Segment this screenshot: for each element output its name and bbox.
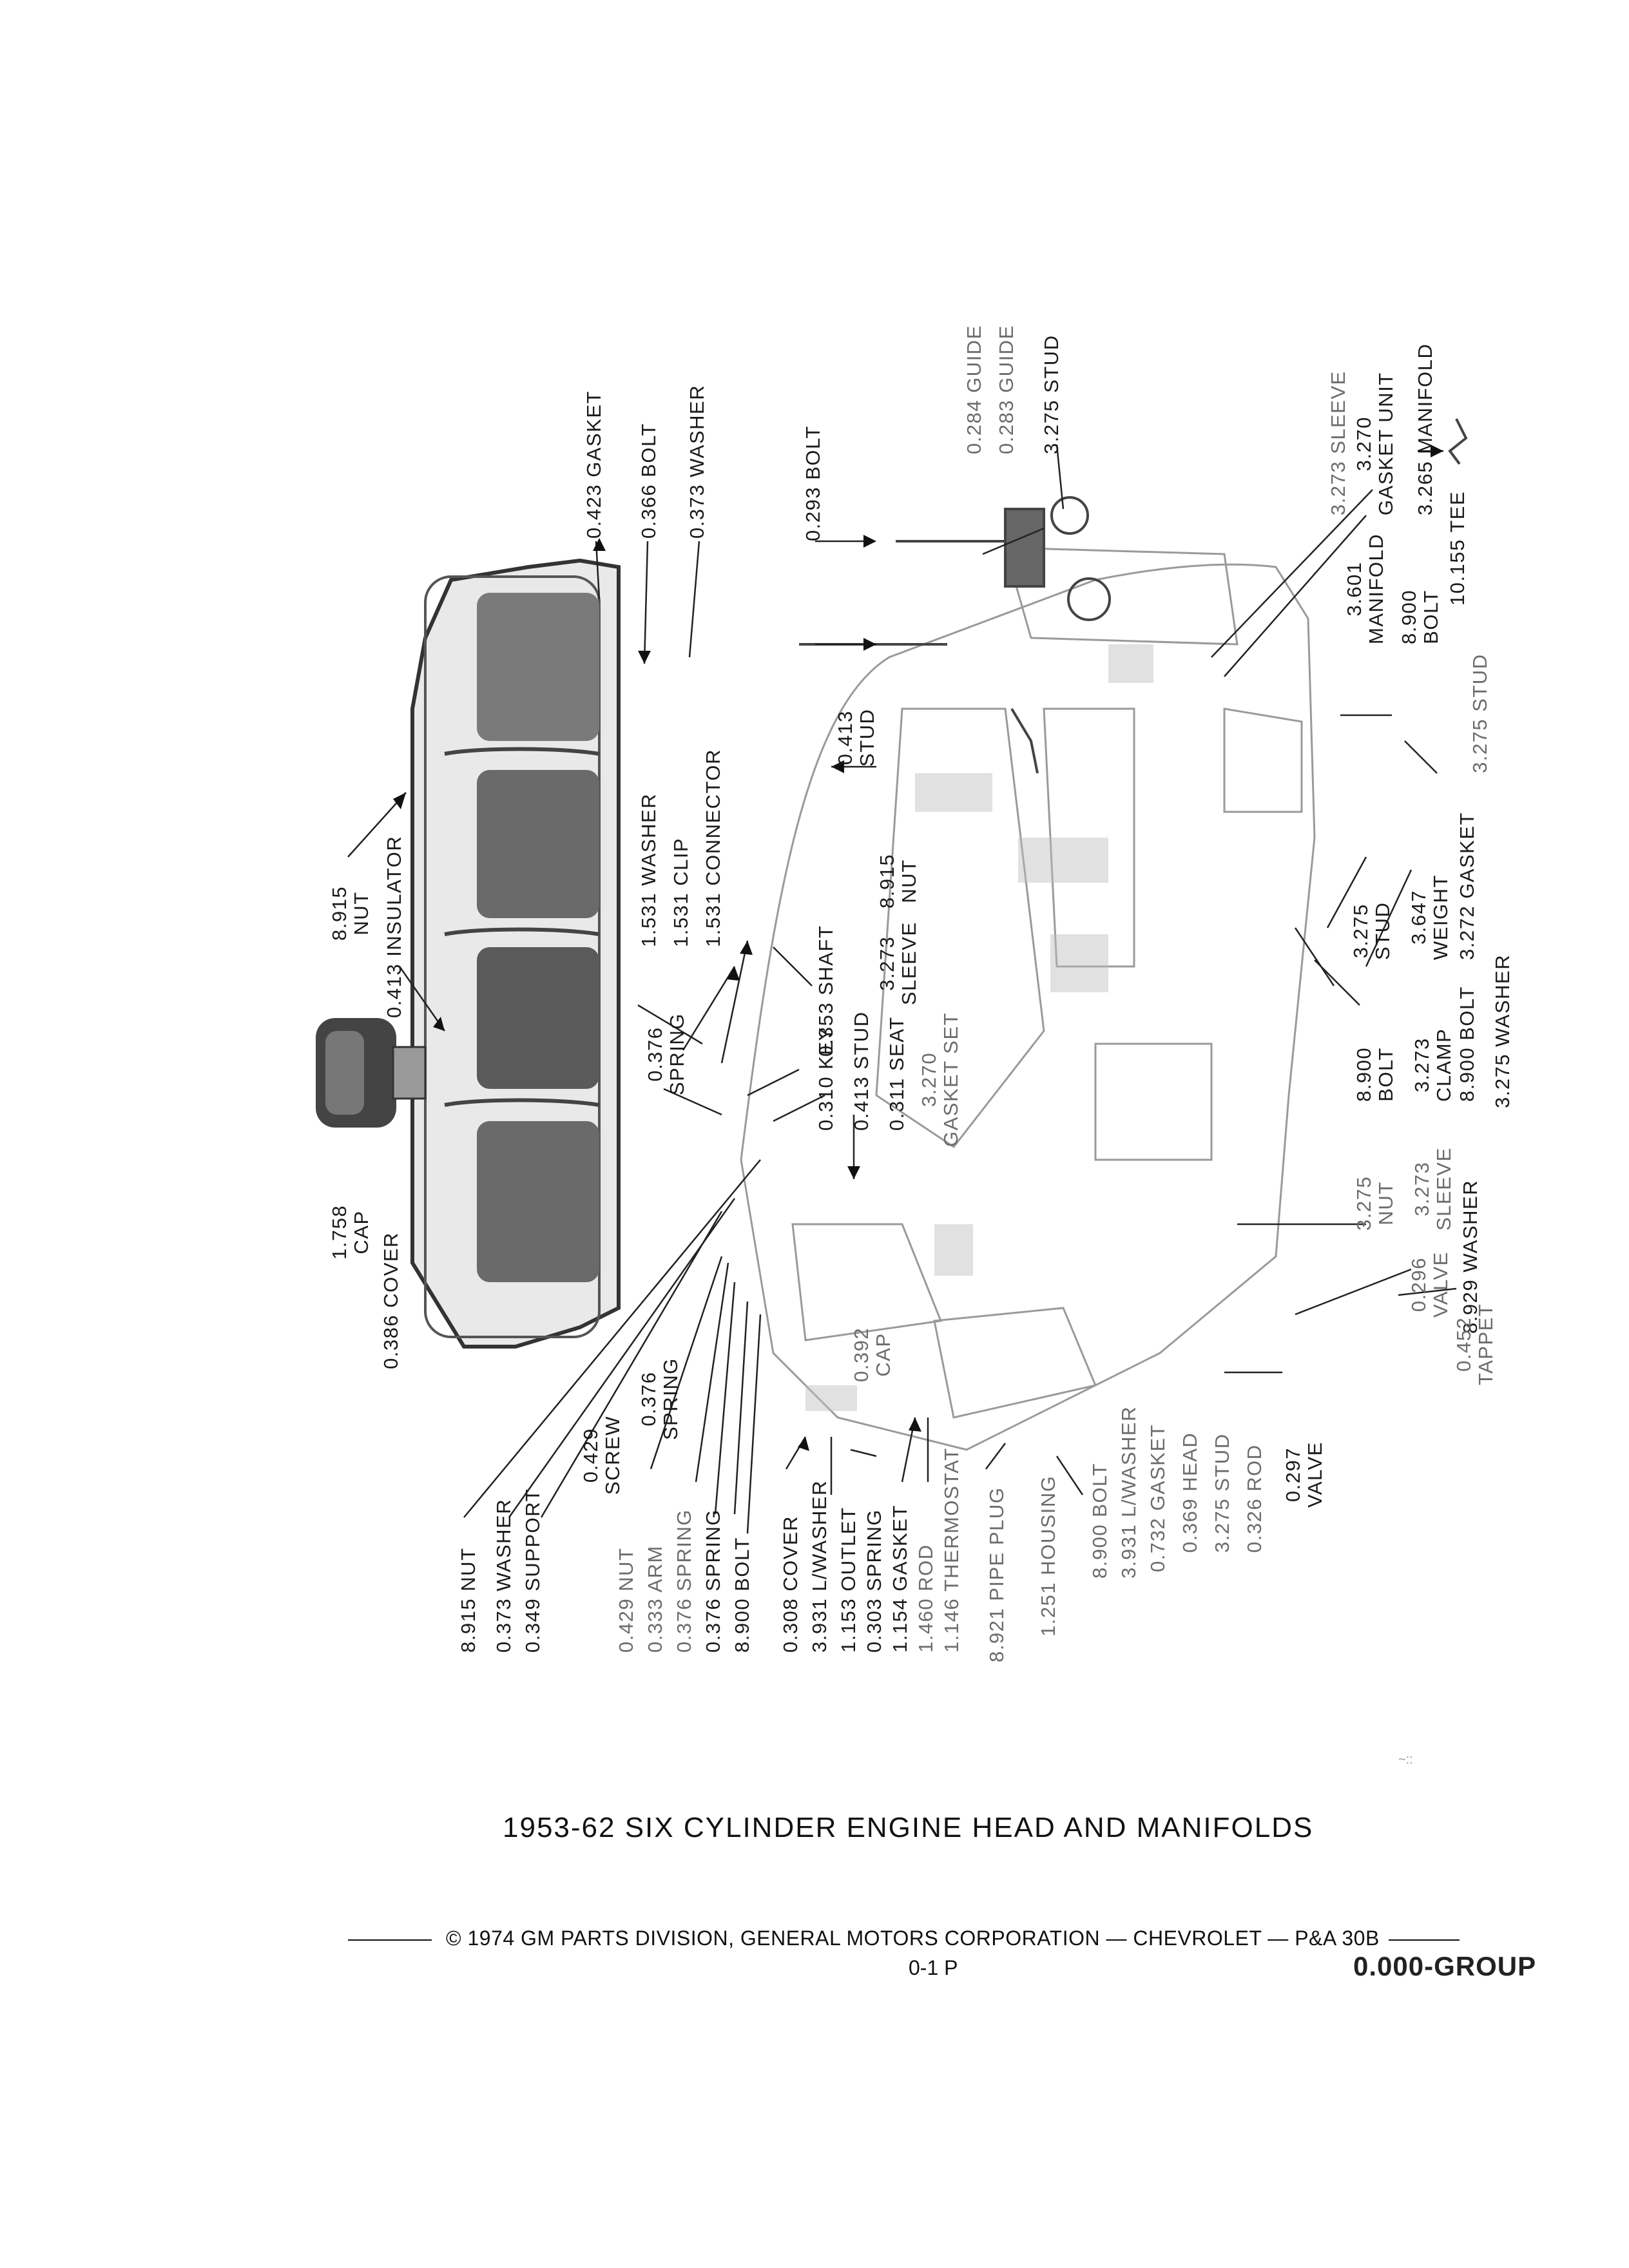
label-bolt-8900-c: 8.900 BOLT xyxy=(731,1537,753,1653)
label-thermostat-1146: 1.146 THERMOSTAT xyxy=(940,1447,963,1653)
label-outlet-1153: 1.153 OUTLET xyxy=(837,1506,860,1653)
label-pipe-plug-8921: 8.921 PIPE PLUG xyxy=(985,1486,1008,1662)
label-guide-0284: 0.284 GUIDE xyxy=(963,325,985,454)
label-cover-0308: 0.308 COVER xyxy=(779,1515,802,1653)
oil-filler-cap-illustration xyxy=(316,1018,427,1128)
label-stud-3275-low: 3.275 STUD xyxy=(1211,1433,1233,1553)
label-support-0349: 0.349 SUPPORT xyxy=(521,1488,544,1653)
label-spring-0303: 0.303 SPRING xyxy=(863,1508,885,1653)
label-spring-0376-c: 0.376 SPRING xyxy=(673,1508,695,1653)
label-housing-1251: 1.251 HOUSING xyxy=(1037,1475,1059,1637)
label-nut-8915-low: 8.915 NUT xyxy=(457,1547,479,1653)
label-sleeve-3273-top: 3.273 SLEEVE xyxy=(1327,370,1349,515)
footer-rule-left xyxy=(348,1939,432,1941)
label-guide-0283: 0.283 GUIDE xyxy=(995,325,1017,454)
label-spring-0376-d: 0.376 SPRING xyxy=(702,1508,724,1653)
arrowheads xyxy=(393,445,1443,1451)
label-key-0310: 0.310 KEY xyxy=(815,1026,837,1131)
rocker-cover-illustration xyxy=(410,558,621,1349)
label-clip-1531: 1.531 CLIP xyxy=(670,837,692,947)
leader-lines xyxy=(347,444,1457,1534)
label-insulator-0413: 0.413 INSULATOR xyxy=(383,835,405,1018)
group-code: 0.000-GROUP xyxy=(1353,1951,1537,1981)
label-seat-0311: 0.311 SEAT xyxy=(885,1016,908,1131)
label-nut-0429: 0.429 NUT xyxy=(615,1547,637,1653)
label-connector-1531: 1.531 CONNECTOR xyxy=(702,749,724,947)
label-washer-1531: 1.531 WASHER xyxy=(637,793,660,947)
label-washer-0373-top: 0.373 WASHER xyxy=(686,384,708,539)
label-head-0369: 0.369 HEAD xyxy=(1179,1432,1201,1553)
page-number: 0-1 P xyxy=(909,1956,958,1979)
label-stud-3275-right: 3.275 STUD xyxy=(1469,653,1491,773)
label-rod-1460: 1.460 ROD xyxy=(914,1544,937,1653)
footer-rule-right xyxy=(1388,1939,1460,1941)
scan-mark: ~:: xyxy=(1398,1753,1413,1767)
label-bolt-8900-d: 8.900 BOLT xyxy=(1088,1463,1111,1579)
copyright-line: © 1974 GM PARTS DIVISION, GENERAL MOTORS… xyxy=(348,1927,1460,1950)
label-bolt-0293: 0.293 BOLT xyxy=(802,425,824,541)
engine-head-shading xyxy=(805,644,1153,1411)
label-gasket-1154: 1.154 GASKET xyxy=(889,1504,911,1653)
label-lwasher-3931: 3.931 L/WASHER xyxy=(808,1480,831,1653)
label-gasket-0423: 0.423 GASKET xyxy=(583,390,605,539)
label-gasket-3272: 3.272 GASKET xyxy=(1456,812,1478,960)
label-stud-0413-b: 0.413 STUD xyxy=(850,1011,872,1131)
engine-head-illustration xyxy=(740,546,1316,1451)
label-arm-0333: 0.333 ARM xyxy=(644,1545,666,1653)
label-bolt-0366: 0.366 BOLT xyxy=(637,423,660,539)
label-manifold-3265: 3.265 MANIFOLD xyxy=(1414,343,1436,515)
page-title: 1953-62 SIX CYLINDER ENGINE HEAD AND MAN… xyxy=(503,1812,1314,1843)
copyright-text: © 1974 GM PARTS DIVISION, GENERAL MOTORS… xyxy=(446,1927,1380,1950)
label-cover-0386: 0.386 COVER xyxy=(380,1232,402,1369)
label-lwasher-3931-b: 3.931 L/WASHER xyxy=(1117,1406,1140,1579)
label-tee-10155: 10.155 TEE xyxy=(1446,490,1469,606)
label-washer-0373-low: 0.373 WASHER xyxy=(492,1498,515,1653)
label-bolt-8900-b: 8.900 BOLT xyxy=(1456,986,1478,1102)
label-gasket-0732: 0.732 GASKET xyxy=(1146,1424,1169,1572)
label-stud-3275-top: 3.275 STUD xyxy=(1040,334,1063,454)
label-rod-0326: 0.326 ROD xyxy=(1243,1444,1266,1553)
label-washer-3275: 3.275 WASHER xyxy=(1491,954,1514,1108)
